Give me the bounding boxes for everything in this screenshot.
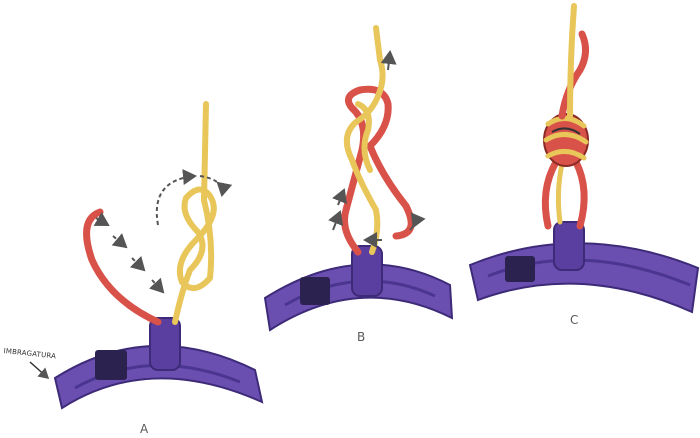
step-c-label: C <box>570 313 579 327</box>
arrow-a-2 <box>113 236 126 247</box>
harness-buckle-c <box>505 256 535 282</box>
step-c-figure <box>470 6 698 312</box>
step-b-figure <box>265 28 452 330</box>
arrow-b-1 <box>333 212 340 230</box>
harness-pointer-arrow <box>30 362 48 378</box>
red-loop-c <box>545 162 584 226</box>
red-rope-a <box>87 212 158 322</box>
arrow-b-2 <box>338 190 344 205</box>
step-a-figure <box>30 104 262 408</box>
harness-buckle-b <box>300 277 330 305</box>
yellow-rope-a <box>175 104 214 322</box>
harness-buckle-a <box>95 350 127 380</box>
step-a-label: A <box>140 422 149 436</box>
yellow-loop-c <box>558 164 562 222</box>
tie-in-loop-a <box>150 318 180 370</box>
arrow-a-1 <box>96 218 108 225</box>
arrow-b-up <box>388 52 390 70</box>
rope-tails-c-yellow <box>570 6 574 116</box>
arrow-a-4 <box>152 280 163 292</box>
step-b-label: B <box>357 330 366 344</box>
arrow-a-3 <box>132 258 144 270</box>
